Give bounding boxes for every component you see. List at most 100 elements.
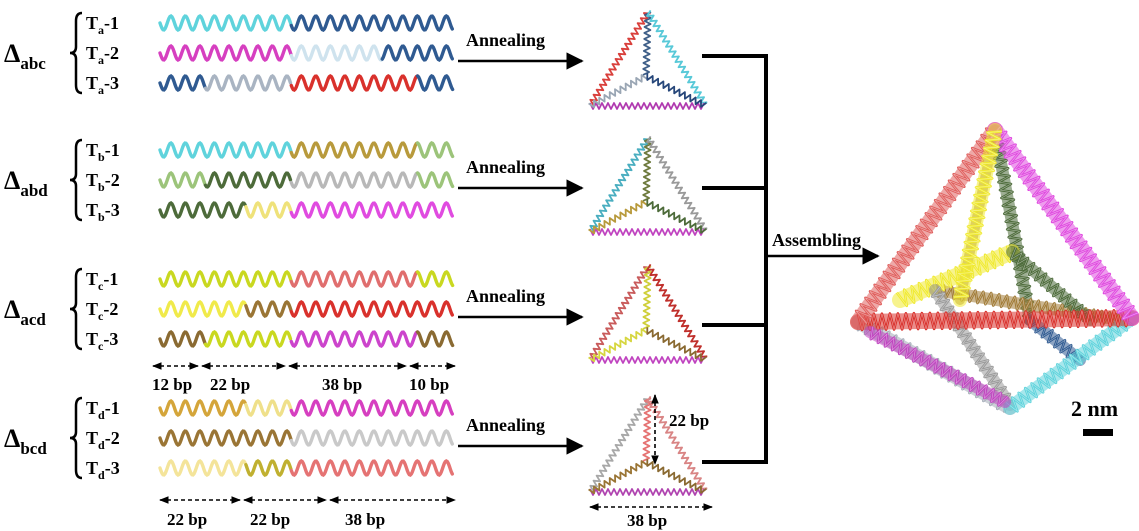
helix-segment [244, 458, 293, 477]
scale-bar [1083, 429, 1113, 436]
helix-segment [289, 43, 383, 62]
tetra-edge [589, 12, 651, 106]
assembling-label: Assembling [772, 230, 861, 250]
tetra-edge [646, 199, 707, 234]
tetra-edge [588, 200, 648, 235]
helix-segment [244, 398, 293, 417]
strand-label: Tb-3 [86, 200, 120, 224]
strand-label: Tc-3 [86, 329, 118, 353]
group-brace [69, 396, 83, 480]
helix-segment [244, 200, 293, 219]
tetra-edge [642, 137, 652, 202]
delta-label: Δacd [4, 295, 46, 329]
helix-segment [158, 43, 293, 63]
bp-label-22-a: 22 bp [167, 510, 207, 529]
pyramid-edge [1006, 246, 1096, 326]
strand-groups: ΔabcTa-1Ta-2Ta-3AnnealingΔabdTb-1Tb-2Tb-… [4, 11, 584, 482]
tetra-edge [589, 138, 651, 232]
tetra-edge [646, 263, 708, 358]
small-tetrahedra [588, 9, 708, 496]
group-brace [69, 138, 83, 222]
strand-label: Tc-1 [86, 269, 118, 293]
tetra-edge [588, 328, 648, 363]
helix-segment [289, 200, 454, 219]
annealing-label: Annealing [466, 157, 545, 177]
helix-segment [380, 43, 454, 63]
helix-segment [244, 299, 293, 318]
helix-segment [289, 73, 419, 92]
helix-segment [158, 170, 207, 190]
tetra-edge [646, 135, 708, 230]
helix-segment [158, 458, 247, 478]
tetra-edge [589, 102, 705, 110]
tetra-edge [646, 327, 707, 362]
helix-segment [158, 140, 293, 160]
tetra-edge [589, 228, 705, 236]
pyramid-edge [988, 124, 1036, 326]
helix-segment [289, 398, 454, 417]
helix-segment [158, 269, 293, 289]
pyramid-edge [850, 122, 1003, 330]
helix-segment [158, 73, 207, 93]
helix-segment [289, 269, 419, 288]
helix-segment [158, 200, 247, 220]
helix-segment [203, 329, 293, 349]
tetrahedron-abd [588, 135, 708, 236]
tetra-base-label: 38 bp [627, 511, 667, 530]
helix-segment [415, 141, 455, 160]
delta-label: Δabc [4, 39, 46, 73]
tetrahedron-abc [588, 9, 708, 110]
strand-label: Ta-2 [86, 43, 119, 67]
tetra-edge [589, 356, 705, 364]
helix-segment [158, 428, 293, 448]
group-brace [69, 11, 83, 95]
tetra-edge [588, 460, 648, 495]
bp-label-22: 22 bp [210, 375, 250, 394]
helix-segment [158, 329, 207, 349]
helix-segment [289, 428, 454, 447]
tetrahedron-bcd [588, 395, 708, 496]
pyramid-edge [987, 122, 1139, 326]
pyramid-edge [864, 326, 1011, 408]
tetra-edge [589, 398, 651, 492]
bp-label-38-b: 38 bp [345, 510, 385, 529]
tetra-edge [646, 395, 708, 490]
bp-label-10: 10 bp [409, 375, 449, 394]
tetra-edge [642, 397, 652, 462]
bp-label-38: 38 bp [322, 375, 362, 394]
strand-label: Td-3 [86, 458, 120, 482]
helix-segment [289, 170, 419, 189]
delta-label: Δbcd [4, 424, 47, 458]
tetra-edge [589, 488, 705, 496]
group-brace [69, 267, 83, 351]
tetra-height-label: 22 bp [669, 411, 709, 430]
helix-segment [415, 270, 455, 289]
helix-segment [415, 74, 455, 93]
annealing-label: Annealing [466, 286, 545, 306]
strand-label: Tb-1 [86, 140, 120, 164]
pyramid-edge [1003, 311, 1139, 415]
pyramid-edge [850, 308, 1139, 332]
helix-segment [415, 171, 455, 190]
strand-label: Ta-3 [86, 73, 119, 97]
strand-label: Td-1 [86, 398, 120, 422]
helix-segment [289, 329, 419, 348]
tetra-edge [642, 11, 652, 76]
helix-segment [289, 13, 454, 32]
tetrahedron-acd [588, 263, 708, 364]
helix-segment [158, 13, 293, 33]
helix-segment [203, 73, 293, 93]
helix-segment [289, 299, 454, 318]
tetra-edge [589, 266, 651, 360]
tetra-edge [646, 9, 708, 104]
helix-segment [158, 398, 247, 418]
bp-label-12: 12 bp [152, 375, 192, 394]
tetra-edge [646, 73, 707, 108]
assembly-bracket [702, 54, 880, 464]
pyramid-edge [929, 284, 1016, 411]
